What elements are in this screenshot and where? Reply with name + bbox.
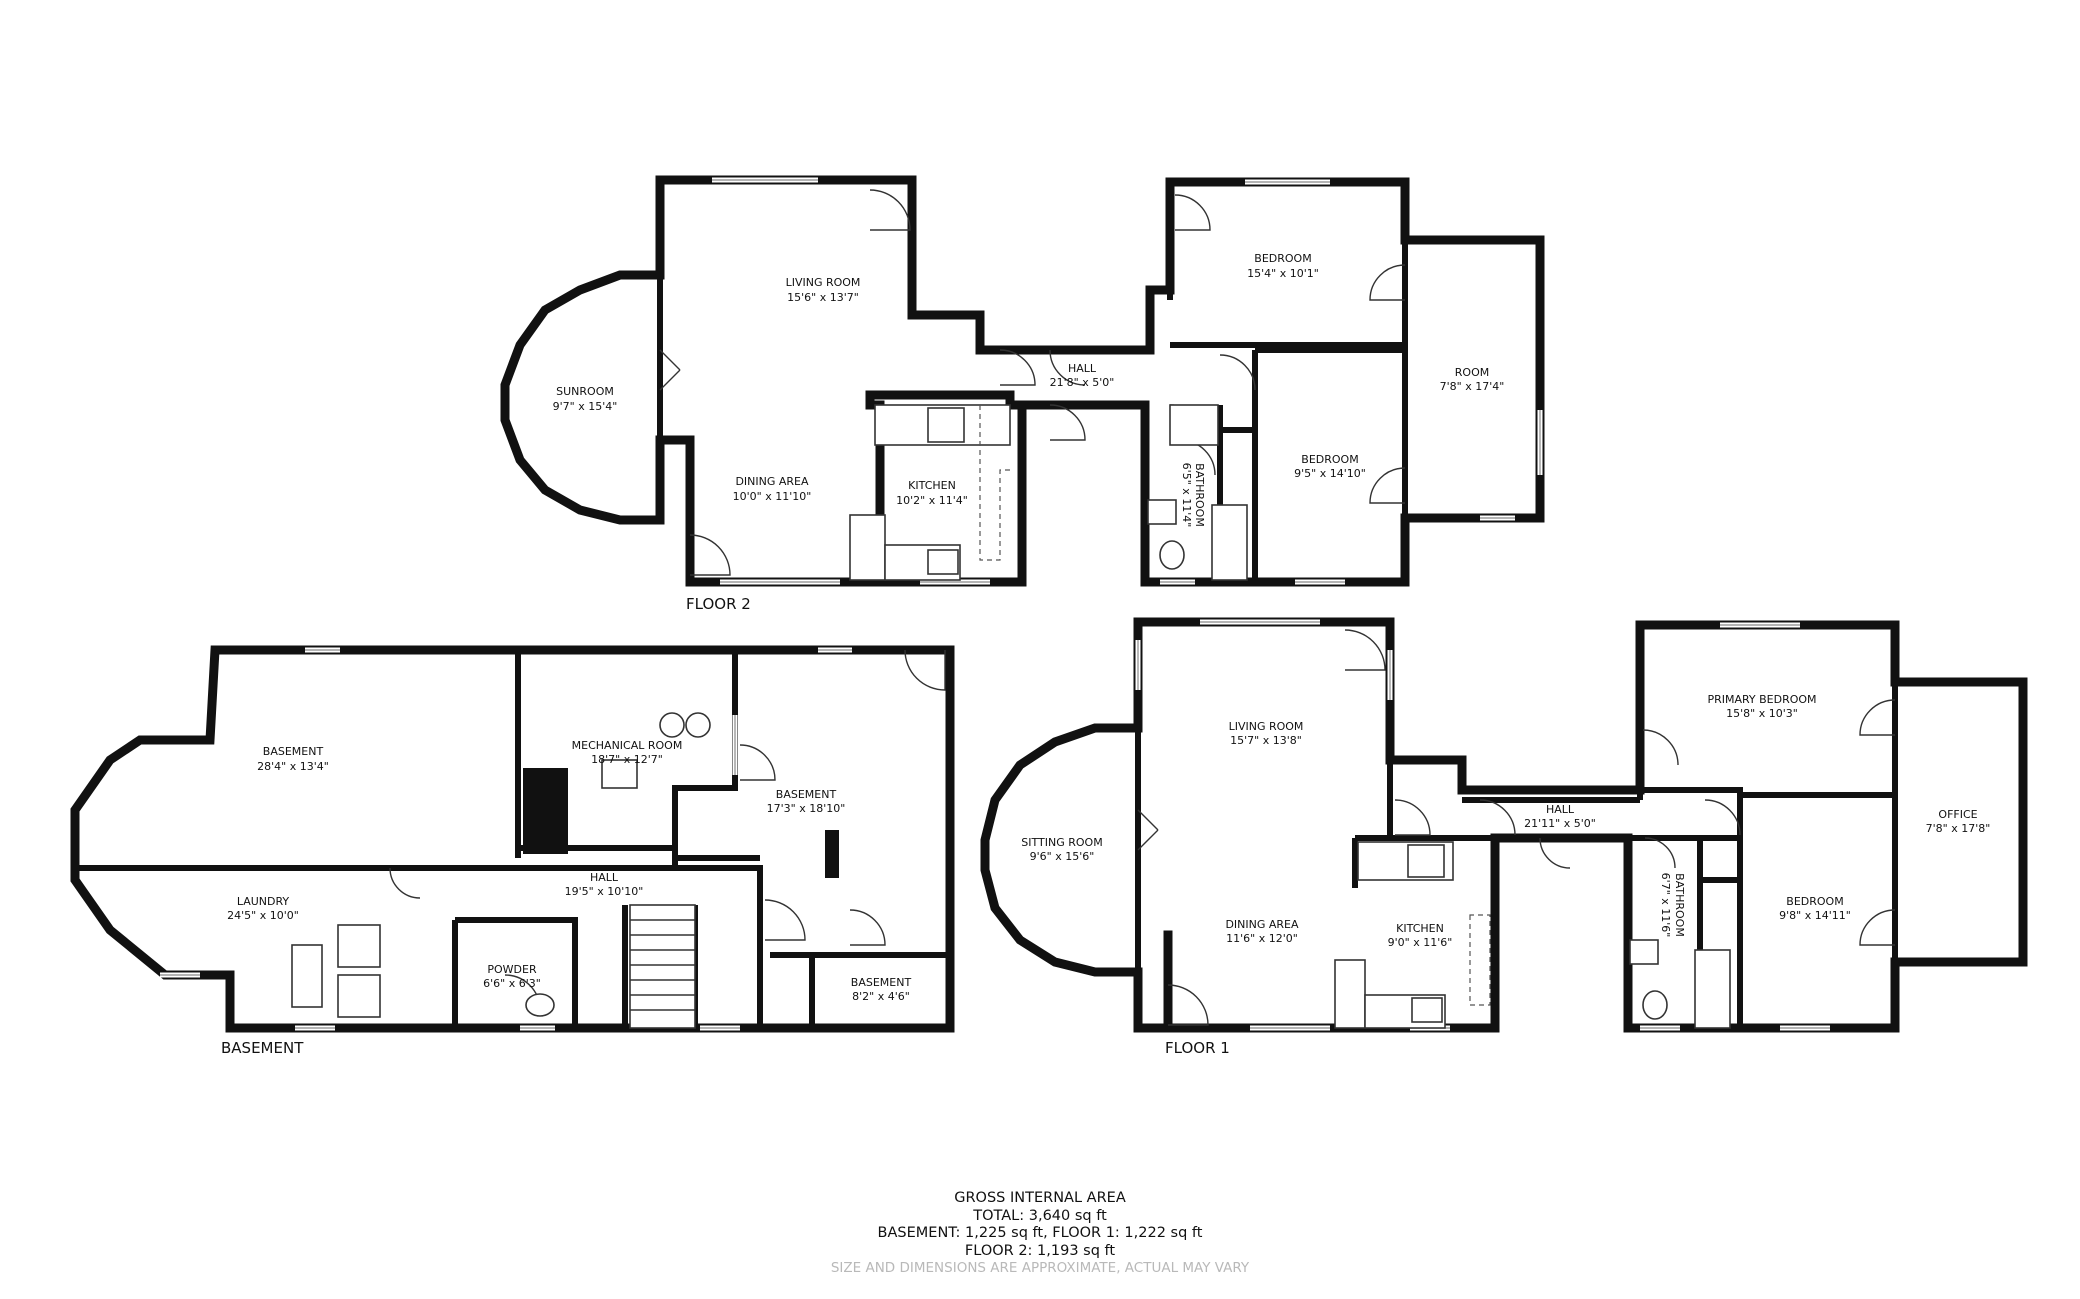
- b-basement3-name: BASEMENT: [851, 976, 912, 989]
- floor2-interior-walls: [657, 182, 1408, 582]
- f1-office-name: OFFICE: [1938, 808, 1977, 821]
- basement-plan: BASEMENT 28'4" x 13'4" MECHANICAL ROOM 1…: [70, 645, 955, 1057]
- f1-office-dim: 7'8" x 17'8": [1926, 822, 1991, 835]
- f2-room-dim: 7'8" x 17'4": [1440, 380, 1505, 393]
- kitchen-sink: [927, 549, 959, 575]
- f2-dining-name: DINING AREA: [735, 475, 809, 488]
- f2-bath-dim: 6'5" x 11'4": [1180, 463, 1193, 528]
- b-hall-name: HALL: [590, 871, 619, 884]
- dryer: [337, 974, 381, 1018]
- f2-hall-name: HALL: [1068, 362, 1097, 375]
- sitting-room-walls: [980, 723, 1173, 1033]
- f2-kitchen-dim: 10'2" x 11'4": [896, 494, 968, 507]
- f1-toilet: [1642, 990, 1668, 1020]
- b-powder-dim: 6'6" x 6'3": [483, 977, 541, 990]
- powder-toilet: [525, 993, 555, 1017]
- water-heater: [659, 712, 685, 738]
- f2-room-name: ROOM: [1455, 366, 1489, 379]
- f2-bedroom2-dim: 9'5" x 14'10": [1294, 467, 1366, 480]
- f1-sitting-name: SITTING ROOM: [1021, 836, 1102, 849]
- b-basement3-dim: 8'2" x 4'6": [852, 990, 910, 1003]
- b-basement2-dim: 17'3" x 18'10": [767, 802, 846, 815]
- stove: [927, 407, 965, 443]
- f2-living-name: LIVING ROOM: [786, 276, 861, 289]
- f1-bath-dim: 6'7" x 11'6": [1659, 873, 1672, 938]
- f1-bath-name: BATHROOM: [1673, 873, 1686, 937]
- f1-bathtub: [1694, 949, 1731, 1029]
- basement-interior-walls: [75, 650, 950, 1031]
- f1-primary-name: PRIMARY BEDROOM: [1707, 693, 1816, 706]
- b-laundry-name: LAUNDRY: [237, 895, 290, 908]
- bath-closet: [1169, 404, 1219, 446]
- f2-bedroom1-name: BEDROOM: [1254, 252, 1311, 265]
- area-title: GROSS INTERNAL AREA: [954, 1190, 1126, 1206]
- floor2-label: FLOOR 2: [686, 595, 751, 613]
- f1-kitchen-dim: 9'0" x 11'6": [1388, 936, 1453, 949]
- f1-dining-dim: 11'6" x 12'0": [1226, 932, 1298, 945]
- b-powder-name: POWDER: [487, 963, 537, 976]
- f1-counter-left: [1334, 959, 1366, 1029]
- floor-1-plan: LIVING ROOM 15'7" x 13'8" SITTING ROOM 9…: [980, 617, 2028, 1057]
- water-heater-2: [685, 712, 711, 738]
- f1-sitting-dim: 9'6" x 15'6": [1030, 850, 1095, 863]
- f1-bath-sink: [1629, 939, 1659, 965]
- floor1-label: FLOOR 1: [1165, 1039, 1230, 1057]
- f1-stove: [1407, 844, 1445, 878]
- floor-2-plan: LIVING ROOM 15'6" x 13'7" SUNROOM 9'7" x…: [500, 175, 1545, 613]
- f1-bedroom-name: BEDROOM: [1786, 895, 1843, 908]
- f1-dining-name: DINING AREA: [1225, 918, 1299, 931]
- basement-outer-walls: [70, 645, 955, 1033]
- b-basement2-name: BASEMENT: [776, 788, 837, 801]
- f1-living-dim: 15'7" x 13'8": [1230, 734, 1302, 747]
- b-basement1-dim: 28'4" x 13'4": [257, 760, 329, 773]
- f1-kitchen-name: KITCHEN: [1396, 922, 1444, 935]
- b-laundry-dim: 24'5" x 10'0": [227, 909, 299, 922]
- f1-hall-name: HALL: [1546, 803, 1575, 816]
- door-arc: [869, 189, 911, 231]
- b-hall-dim: 19'5" x 10'10": [565, 885, 644, 898]
- toilet: [1159, 540, 1185, 570]
- floor2-left-wing-walls: [655, 175, 1027, 587]
- area-total: TOTAL: 3,640 sq ft: [973, 1207, 1107, 1224]
- area-breakdown: BASEMENT: 1,225 sq ft, FLOOR 1: 1,222 sq…: [877, 1225, 1203, 1242]
- b-basement1-name: BASEMENT: [263, 745, 324, 758]
- f2-bedroom1-dim: 15'4" x 10'1": [1247, 267, 1319, 280]
- area-floor2: FLOOR 2: 1,193 sq ft: [964, 1242, 1116, 1259]
- f1-living-name: LIVING ROOM: [1229, 720, 1304, 733]
- f2-sunroom-dim: 9'7" x 15'4": [553, 400, 618, 413]
- f1-hall-dim: 21'11" x 5'0": [1524, 817, 1596, 830]
- f2-bedroom2-name: BEDROOM: [1301, 453, 1358, 466]
- basement-label: BASEMENT: [221, 1039, 304, 1057]
- f2-hall-dim: 21'8" x 5'0": [1050, 376, 1115, 389]
- gross-area-summary: GROSS INTERNAL AREA TOTAL: 3,640 sq ft B…: [540, 1190, 1540, 1278]
- furnace: [601, 759, 638, 789]
- sunroom-walls: [500, 270, 665, 525]
- f2-sunroom-name: SUNROOM: [556, 385, 614, 398]
- counter-left: [849, 514, 886, 581]
- f1-kitchen-sink: [1411, 997, 1443, 1023]
- f2-dining-dim: 10'0" x 11'10": [733, 490, 812, 503]
- basement-stairs: [629, 904, 696, 1029]
- f2-kitchen-name: KITCHEN: [908, 479, 956, 492]
- f2-living-dim: 15'6" x 13'7": [787, 291, 859, 304]
- bath-sink: [1147, 499, 1177, 525]
- b-mechanical-dim: 18'7" x 12'7": [591, 753, 663, 766]
- area-disclaimer: SIZE AND DIMENSIONS ARE APPROXIMATE, ACT…: [830, 1260, 1250, 1277]
- f1-bedroom-dim: 9'8" x 14'11": [1779, 909, 1851, 922]
- f1-primary-dim: 15'8" x 10'3": [1726, 707, 1798, 720]
- chimney-block: [523, 768, 568, 854]
- bathtub: [1211, 504, 1248, 581]
- washer: [337, 924, 381, 968]
- column: [825, 830, 839, 878]
- f2-bath-name: BATHROOM: [1193, 463, 1206, 527]
- laundry-sink: [291, 944, 323, 1008]
- b-mechanical-name: MECHANICAL ROOM: [572, 739, 683, 752]
